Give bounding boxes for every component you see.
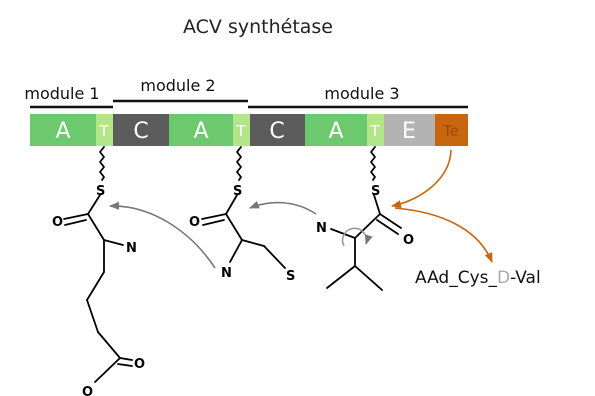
atom-n1: N (126, 241, 137, 256)
atom-s1: S (96, 184, 105, 199)
domain-te (435, 114, 468, 146)
atom-o4: O (189, 215, 200, 230)
molecule-aminoadipate: S O N O O (52, 184, 145, 396)
module-3-label: module 3 (324, 84, 399, 103)
atom-s2: S (233, 184, 242, 199)
domain-a1 (30, 114, 96, 146)
module-2-label: module 2 (140, 76, 215, 95)
arrow-gray-1 (109, 201, 216, 269)
domain-c2 (250, 114, 305, 146)
product-part-d: D (497, 268, 510, 288)
domain-t1-label: T (98, 122, 109, 140)
domain-c2-label: C (269, 119, 284, 144)
ppant-linkers (99, 146, 376, 181)
domain-t2 (233, 114, 250, 146)
module-brackets: module 1 module 2 module 3 (24, 76, 468, 109)
domain-t1 (96, 114, 113, 146)
diagram-title: ACV synthétase (183, 16, 333, 38)
epimerization-icon (341, 227, 373, 247)
module-1-label: module 1 (24, 84, 99, 103)
linker-3 (370, 146, 376, 181)
domain-t3-label: T (369, 122, 380, 140)
atom-o3: O (82, 385, 93, 396)
transfer-arrows (109, 200, 317, 269)
domain-e (384, 114, 435, 146)
product-part-1: AAd_Cys_ (415, 268, 498, 288)
arrow-orange-2 (394, 207, 493, 263)
linker-2 (236, 146, 242, 181)
domain-t3 (367, 114, 384, 146)
molecule-cysteine: S O N S (189, 184, 295, 284)
domain-bar: A T C A T C A T E Te (30, 114, 468, 146)
domain-a3 (305, 114, 367, 146)
domain-t2-label: T (235, 122, 246, 140)
domain-te-label: Te (442, 122, 459, 140)
domain-e-label: E (402, 119, 416, 144)
atom-n2: N (221, 266, 232, 281)
atom-o1: O (52, 215, 63, 230)
atom-o5: O (403, 233, 414, 248)
domain-a1-label: A (55, 119, 70, 144)
molecule-valine: S N O (316, 184, 414, 291)
domain-a2 (169, 114, 233, 146)
product-label: AAd_Cys_D-Val (415, 268, 541, 288)
domain-a2-label: A (193, 119, 208, 144)
atom-s4: S (371, 184, 380, 199)
atom-n3: N (316, 221, 327, 236)
product-part-3: -Val (510, 268, 541, 288)
atom-s3: S (286, 269, 295, 284)
domain-c1 (113, 114, 169, 146)
domain-c1-label: C (133, 119, 148, 144)
arrow-gray-2 (249, 200, 317, 215)
te-arrows (391, 149, 493, 263)
arrow-orange-1 (391, 149, 452, 209)
atom-o2: O (134, 357, 145, 372)
linker-1 (99, 146, 105, 181)
domain-a3-label: A (328, 119, 343, 144)
